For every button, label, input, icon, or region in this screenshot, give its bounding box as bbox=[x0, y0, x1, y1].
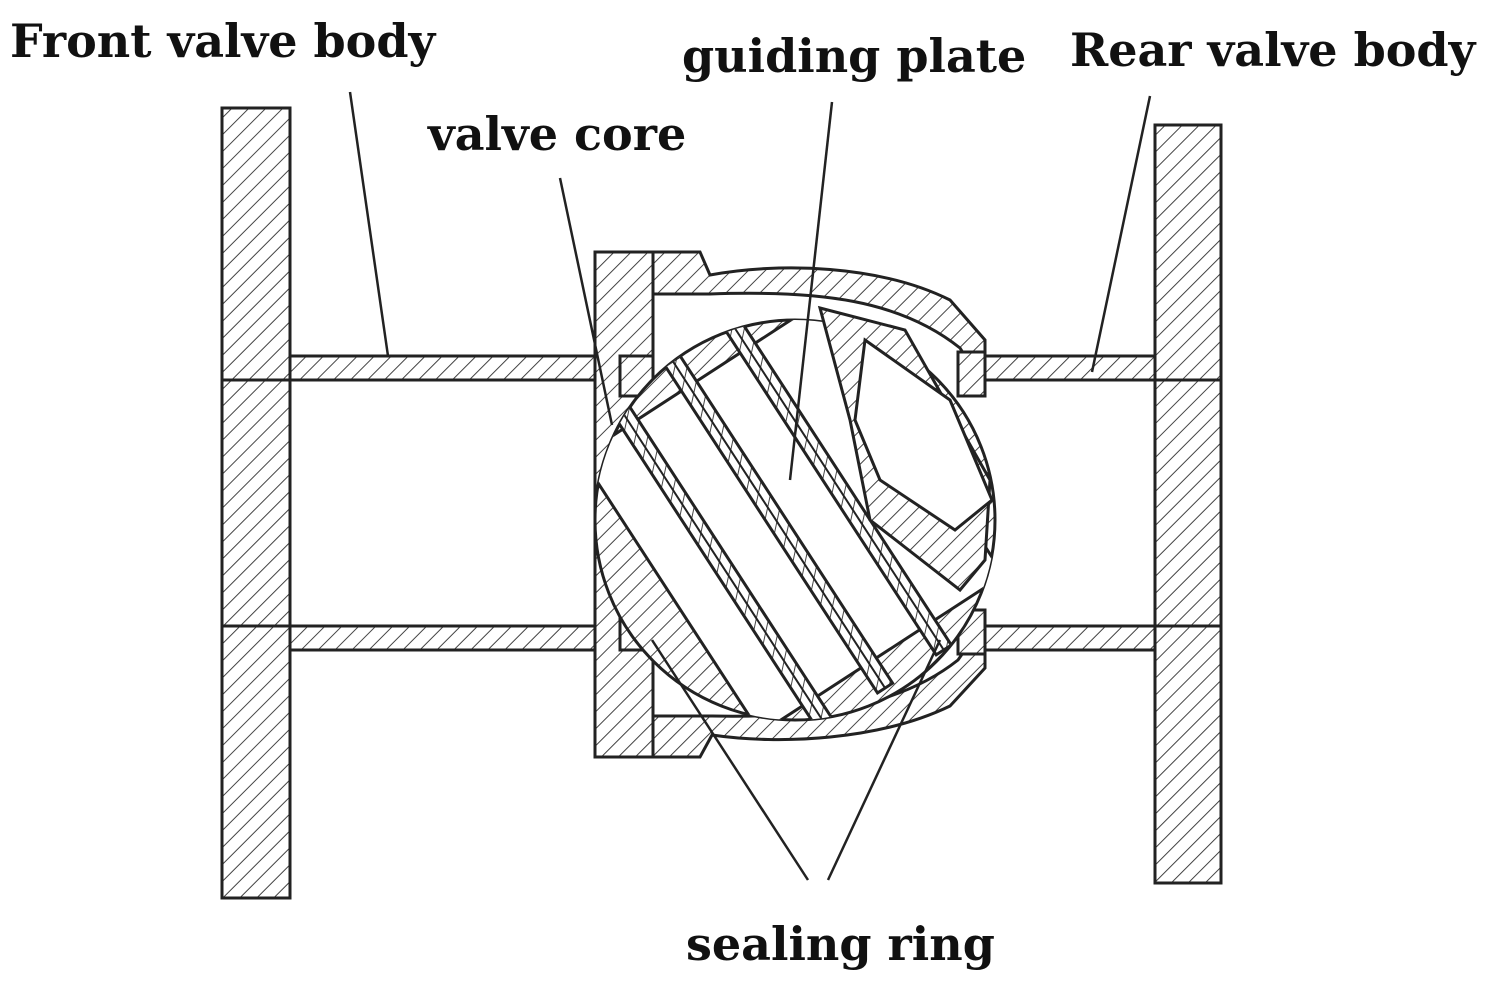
label-guiding-plate: guiding plate bbox=[682, 29, 1026, 83]
front-upper-wall bbox=[288, 354, 597, 382]
rear-upper-wall bbox=[983, 354, 1157, 382]
leader-rear-valve-body bbox=[1090, 95, 1152, 373]
leader-front-valve-body bbox=[348, 91, 390, 357]
label-rear-valve-body: Rear valve body bbox=[1070, 23, 1477, 77]
rear-flange bbox=[1153, 123, 1223, 885]
front-lower-wall bbox=[288, 624, 597, 652]
leader-valve-core bbox=[558, 177, 614, 426]
rear-valve-body bbox=[983, 123, 1223, 885]
valve-core bbox=[593, 305, 997, 722]
front-valve-body bbox=[220, 106, 655, 900]
label-front-valve-body: Front valve body bbox=[10, 14, 437, 68]
leader-guiding-plate bbox=[788, 101, 834, 481]
leader-sealing-ring-left bbox=[650, 639, 810, 881]
label-valve-core: valve core bbox=[427, 107, 686, 161]
valve-core-right-window bbox=[853, 337, 994, 532]
label-sealing-ring: sealing ring bbox=[686, 917, 995, 971]
rear-lower-wall bbox=[983, 624, 1157, 652]
leader-sealing-ring-right bbox=[826, 639, 942, 881]
sealing-ring-right-top bbox=[956, 350, 987, 398]
front-flange bbox=[220, 106, 292, 900]
